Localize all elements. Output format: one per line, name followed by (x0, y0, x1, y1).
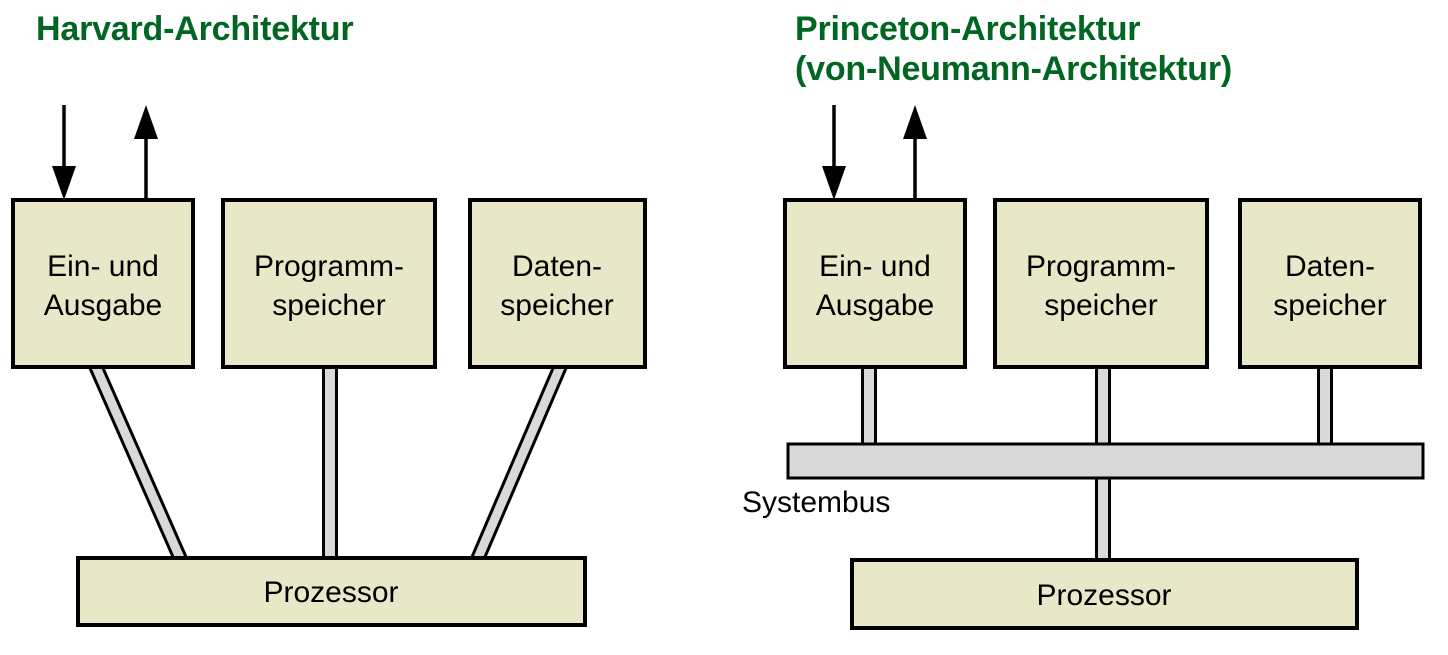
princeton-box-io-label-line1: Ein- und (819, 250, 931, 283)
princeton-box-processor: Prozessor (850, 558, 1359, 630)
harvard-box-data-memory-label-line2: speicher (500, 289, 613, 322)
princeton-box-io-label-line2: Ausgabe (816, 289, 934, 322)
connector-program-to-bus (1095, 365, 1111, 452)
harvard-box-program-memory-label-line1: Programm- (254, 250, 404, 283)
princeton-title-line2: (von-Neumann-Architektur) (795, 50, 1232, 88)
princeton-box-program-memory: Programm- speicher (993, 198, 1209, 369)
harvard-box-io-label-line2: Ausgabe (44, 289, 162, 322)
harvard-box-processor-label: Prozessor (263, 576, 398, 609)
connector-data-to-bus (1317, 365, 1333, 452)
harvard-architecture-group: Harvard-Architektur Ein- und Ausgabe (11, 10, 647, 627)
system-bus-label: Systembus (742, 486, 890, 519)
harvard-input-arrow (52, 105, 76, 200)
princeton-box-program-memory-label-line1: Programm- (1026, 250, 1176, 283)
connector-program-to-processor (322, 365, 338, 560)
princeton-box-program-memory-label-line2: speicher (1044, 289, 1157, 322)
princeton-architecture-group: Princeton-Architektur (von-Neumann-Archi… (742, 10, 1425, 630)
harvard-box-program-memory: Programm- speicher (221, 198, 437, 369)
harvard-box-data-memory-label-line1: Daten- (512, 250, 602, 283)
princeton-box-io: Ein- und Ausgabe (783, 198, 967, 369)
princeton-box-data-memory-label-line1: Daten- (1285, 250, 1375, 283)
harvard-box-data-memory: Daten- speicher (468, 198, 647, 369)
princeton-title-line1: Princeton-Architektur (795, 10, 1140, 48)
connector-bus-to-processor (1095, 470, 1111, 562)
connector-io-to-processor (87, 365, 189, 560)
harvard-box-program-memory-label-line2: speicher (272, 289, 385, 322)
system-bus (786, 442, 1425, 480)
princeton-box-data-memory-label-line2: speicher (1273, 289, 1386, 322)
connector-io-to-bus (861, 365, 877, 452)
harvard-box-processor: Prozessor (76, 556, 587, 627)
princeton-box-data-memory: Daten- speicher (1238, 198, 1422, 369)
harvard-title: Harvard-Architektur (36, 10, 353, 48)
harvard-box-io: Ein- und Ausgabe (11, 198, 195, 369)
connector-data-to-processor (469, 365, 569, 560)
princeton-box-processor-label: Prozessor (1036, 579, 1171, 612)
harvard-output-arrow (134, 105, 158, 200)
harvard-box-io-label-line1: Ein- und (47, 250, 159, 283)
princeton-input-arrow (822, 105, 846, 200)
princeton-output-arrow (903, 105, 927, 200)
